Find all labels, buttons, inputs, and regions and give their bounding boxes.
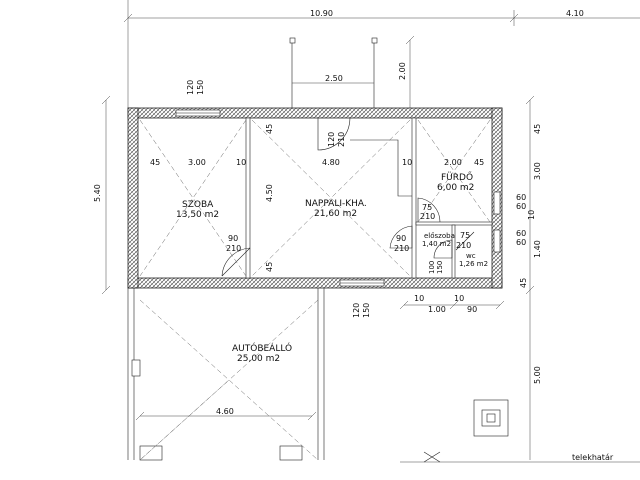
room-szoba-name: SZOBA [182,200,214,210]
left-dimension-line [101,95,111,295]
room-autobeallo-area: 25,00 m2 [237,354,280,364]
dim-wall-10-b: 10 [402,158,412,167]
win-r-10: 10 [527,210,536,220]
dim-depth-450: 4.50 [265,184,274,202]
win-bot-120: 120 [352,303,361,318]
door-elo-210: 210 [394,244,409,253]
dim-right-300: 3.00 [533,162,542,180]
dim-right-45-top: 45 [533,124,542,134]
room-szoba-area: 13,50 m2 [176,210,219,220]
win-r1-60b: 60 [516,202,526,211]
main-house-walls [127,107,503,289]
windows [175,109,501,287]
door-top-120: 120 [327,132,336,147]
dim-terrace-depth: 2.00 [398,62,407,80]
door-furdo-75: 75 [422,203,432,212]
dim-wall-45-bottom: 45 [265,262,274,272]
dim-wall-10-a: 10 [236,158,246,167]
dim-furdo-width: 2.00 [444,158,462,167]
room-nappali-area: 21,60 m2 [314,209,357,219]
dim-wall-45-right: 45 [474,158,484,167]
dim-terrace-width: 2.50 [325,74,343,83]
dim-right-140: 1.40 [533,240,542,258]
dim-carport-width: 4.60 [216,407,234,416]
dim-nappali-width: 4.80 [322,158,340,167]
top-dimension-line [123,0,640,110]
dim-wall-10-c: 10 [414,294,424,303]
room-wc-name: wc [466,252,476,260]
dim-main-depth: 5.40 [93,184,102,202]
win-r2-60b: 60 [516,238,526,247]
dim-total-width: 10.90 [310,9,333,18]
dim-carport-depth: 5.00 [533,366,542,384]
dim-wall-45-left: 45 [150,158,160,167]
door-wc2-100: 100 [428,261,436,274]
right-dimension-line [525,95,535,460]
well-object [473,399,509,437]
door-top-210: 210 [337,132,346,147]
room-nappali-name: NAPPALI-KHA. [305,199,367,209]
bathroom-dimension-line [399,300,505,310]
room-furdo-area: 6,00 m2 [437,183,474,193]
door-szoba-210: 210 [226,244,241,253]
dim-right-width: 4.10 [566,9,584,18]
door-wc-75: 75 [460,231,470,240]
door-wc2-150: 150 [436,261,444,274]
room-furdo-name: FÜRDŐ [441,172,473,183]
door-furdo-210: 210 [420,212,435,221]
win-top-120: 120 [186,80,195,95]
door-szoba-90: 90 [228,234,238,243]
room-wc-area: 1,26 m2 [459,260,488,268]
room-eloszoba-name: előszoba [424,231,455,240]
terrace-pergola [289,35,415,108]
dim-wall-10-d: 10 [454,294,464,303]
dim-szoba-width: 3.00 [188,158,206,167]
room-eloszoba-area: 1,40 m2 [422,240,451,248]
carport [127,288,325,461]
dim-wall-45-top: 45 [265,124,274,134]
win-bot-150: 150 [362,303,371,318]
door-elo-90: 90 [396,234,406,243]
room-autobeallo-name: AUTÓBEÁLLÓ [232,342,292,354]
win-r2-60a: 60 [516,229,526,238]
win-top-150: 150 [196,80,205,95]
win-r1-60a: 60 [516,193,526,202]
room-diagonals [139,119,491,277]
door-wc-210: 210 [456,241,471,250]
doors [221,117,475,277]
property-boundary-label: telekhatár [572,453,614,462]
boundary-marker [423,451,441,463]
dim-right-45-bottom: 45 [519,278,528,288]
dim-wc-width: 90 [467,305,477,314]
dim-eloszoba-width: 1.00 [428,305,446,314]
